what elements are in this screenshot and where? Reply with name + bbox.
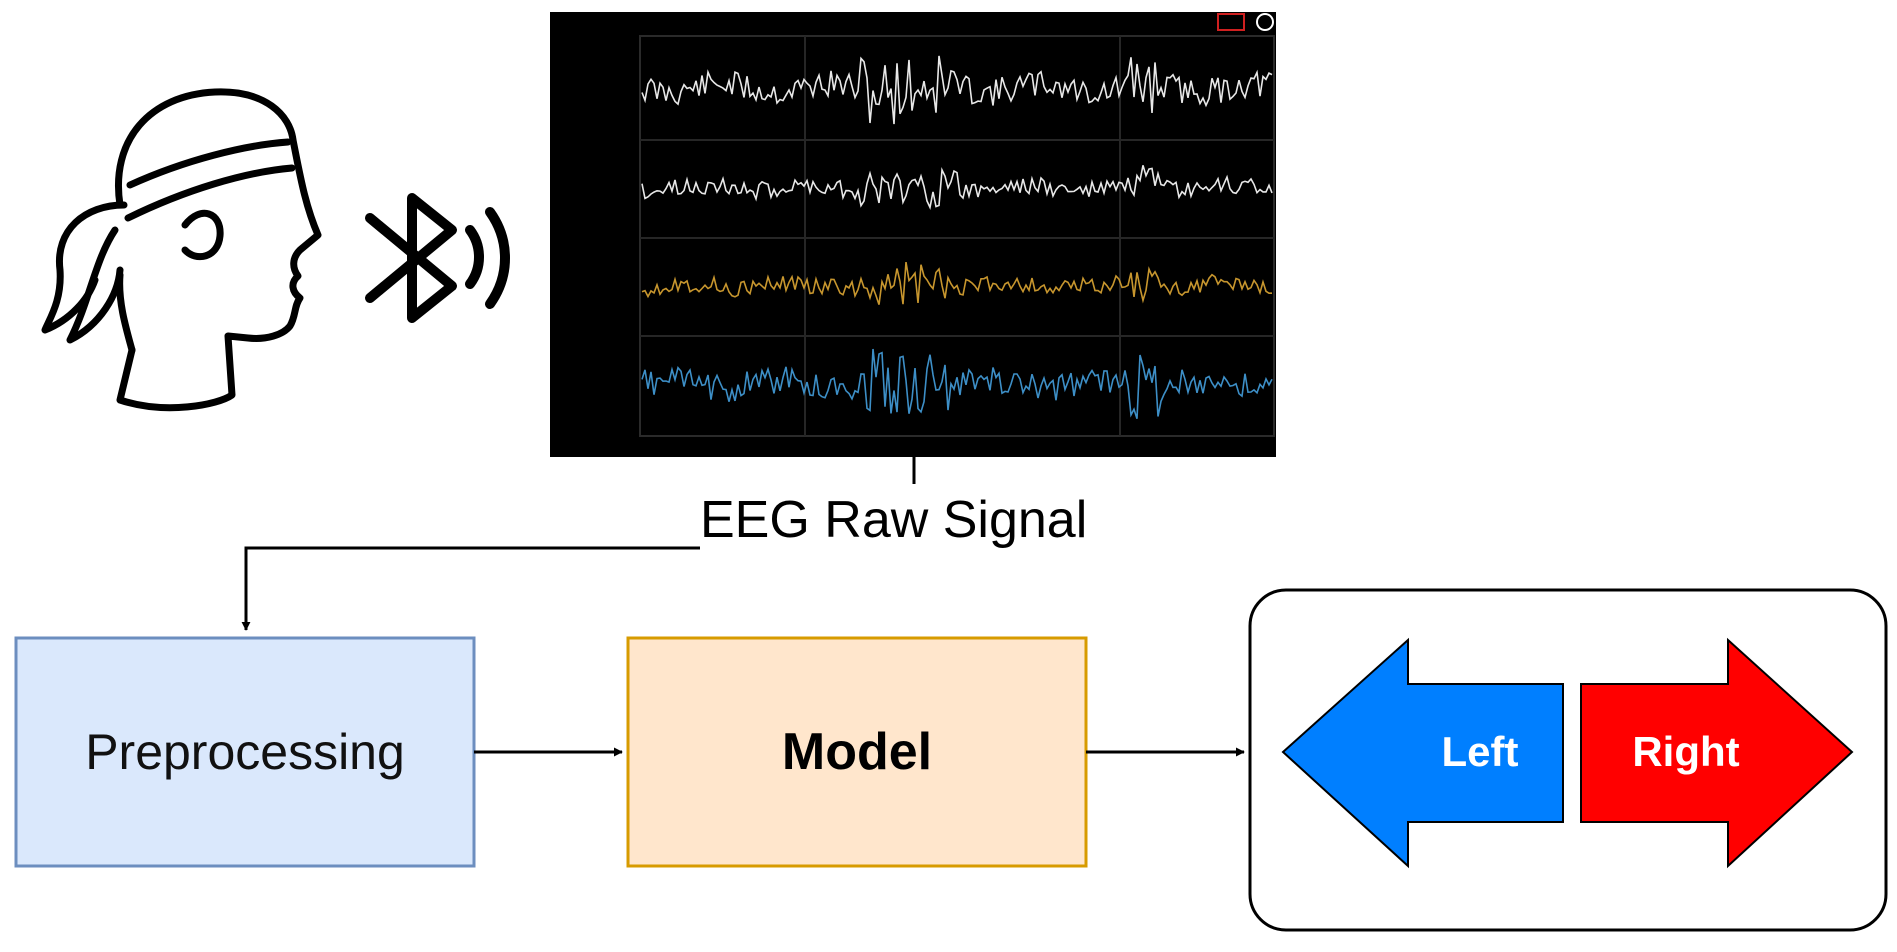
head-with-headband-icon xyxy=(41,88,322,412)
eeg-trace xyxy=(641,55,1273,125)
eeg-trace xyxy=(641,261,1272,305)
eeg-traces xyxy=(641,55,1273,419)
eeg-trace xyxy=(641,348,1273,419)
eeg-raw-signal-label: EEG Raw Signal xyxy=(700,491,1088,549)
model-label: Model xyxy=(781,723,933,781)
right-label: Right xyxy=(1632,728,1740,775)
left-arrow-shape xyxy=(1281,637,1564,869)
preprocessing-label: Preprocessing xyxy=(85,724,405,780)
arrow-signal-to-preprocessing xyxy=(241,546,700,631)
eeg-trace xyxy=(641,165,1273,210)
eeg-signal-screenshot xyxy=(550,12,1276,457)
left-label: Left xyxy=(1441,728,1519,775)
bluetooth-icon xyxy=(365,193,510,323)
preprocessing-box xyxy=(14,636,476,868)
right-arrow-shape xyxy=(1580,637,1854,869)
